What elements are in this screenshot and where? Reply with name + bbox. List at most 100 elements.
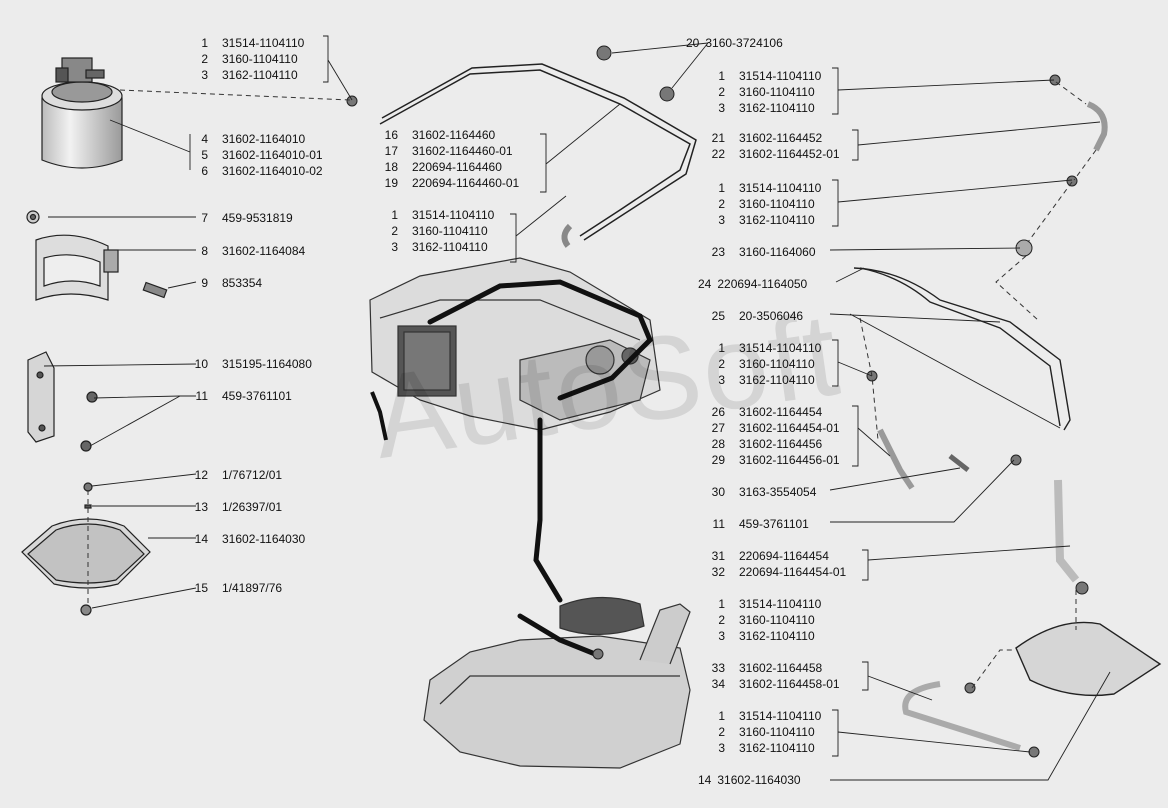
part-number: 3 [391, 240, 398, 254]
part-number: 12 [194, 468, 208, 482]
part-code: 3160-1104110 [739, 197, 815, 211]
part-number: 32 [711, 565, 725, 579]
part-number: 2 [718, 85, 725, 99]
part-code: 31602-1164458 [739, 661, 823, 675]
part-number: 33 [711, 661, 725, 675]
part-code: 31602-1164030 [222, 532, 306, 546]
part-number: 3 [718, 629, 725, 643]
part-number: 24 [698, 277, 712, 291]
part-code: 3162-1104110 [739, 101, 815, 115]
part-code: 31602-1164452 [739, 131, 823, 145]
part-code: 31602-1164452-01 [739, 147, 840, 161]
part-code: 3160-1104110 [222, 52, 298, 66]
part-label: 1 31514-1104110 [703, 180, 821, 196]
part-number: 3 [718, 213, 725, 227]
part-label: 31 220694-1164454 [703, 548, 829, 564]
part-number: 28 [711, 437, 725, 451]
part-code: 31602-1164460-01 [412, 144, 513, 158]
part-number: 1 [718, 181, 725, 195]
part-code: 220694-1164454 [739, 549, 829, 563]
part-code: 31602-1164084 [222, 244, 306, 258]
part-code: 31514-1104110 [739, 341, 822, 355]
part-code: 31602-1164454-01 [739, 421, 840, 435]
part-number: 1 [718, 709, 725, 723]
part-label: 1 31514-1104110 [186, 35, 304, 51]
part-number: 1 [201, 36, 208, 50]
part-number: 31 [711, 549, 725, 563]
part-number: 2 [718, 357, 725, 371]
part-number: 2 [391, 224, 398, 238]
part-number: 14 [698, 773, 712, 787]
cover-drawing [21, 482, 151, 616]
part-label: 3 3162-1104110 [376, 239, 488, 255]
part-number: 23 [711, 245, 725, 259]
part-code: 3162-1104110 [739, 373, 815, 387]
part-code: 1/41897/76 [222, 581, 283, 595]
part-label: 12 1/76712/01 [186, 467, 282, 483]
part-code: 31514-1104110 [739, 709, 822, 723]
part-label: 2 3160-1104110 [703, 356, 815, 372]
part-code: 3162-1104110 [412, 240, 488, 254]
fuel-lines [427, 279, 653, 659]
part-code: 459-3761101 [739, 517, 809, 531]
part-code: 220694-1164460 [412, 160, 502, 174]
part-code: 1/76712/01 [222, 468, 283, 482]
part-code: 3160-1104110 [739, 357, 815, 371]
part-number: 29 [711, 453, 725, 467]
part-number: 16 [384, 128, 398, 142]
part-code: 3160-1104110 [739, 613, 815, 627]
fuel-tank-drawing [423, 596, 691, 769]
part-number: 13 [194, 500, 208, 514]
part-code: 31602-1164030 [717, 773, 801, 787]
right-side-lines-drawing [853, 101, 1162, 751]
part-code: 31514-1104110 [739, 69, 822, 83]
part-number: 1 [391, 208, 398, 222]
part-label: 3 3162-1104110 [703, 212, 815, 228]
part-code: 3160-3724106 [705, 36, 783, 50]
part-code: 31602-1164458-01 [739, 677, 840, 691]
part-code: 20-3506046 [739, 309, 804, 323]
part-label: 2 3160-1104110 [376, 223, 488, 239]
part-number: 14 [194, 532, 208, 546]
part-code: 31602-1164010-01 [222, 148, 323, 162]
part-number: 6 [201, 164, 208, 178]
assembly-dashed-lines [87, 81, 1097, 689]
part-code: 31514-1104110 [222, 36, 305, 50]
part-number: 19 [384, 176, 398, 190]
part-code: 3163-3554054 [739, 485, 817, 499]
part-number: 10 [194, 357, 208, 371]
part-number: 2 [718, 725, 725, 739]
part-code: 31602-1164456-01 [739, 453, 840, 467]
clamps [346, 45, 1089, 758]
mounting-plate-drawing [27, 351, 98, 452]
part-label: 14 31602-1164030 [186, 531, 306, 547]
part-code: 3160-1104110 [739, 725, 815, 739]
part-code: 31602-1164010 [222, 132, 306, 146]
part-number: 3 [718, 373, 725, 387]
part-code: 31514-1104110 [739, 181, 822, 195]
part-code: 3162-1104110 [739, 213, 815, 227]
part-code: 3160-1104110 [412, 224, 488, 238]
